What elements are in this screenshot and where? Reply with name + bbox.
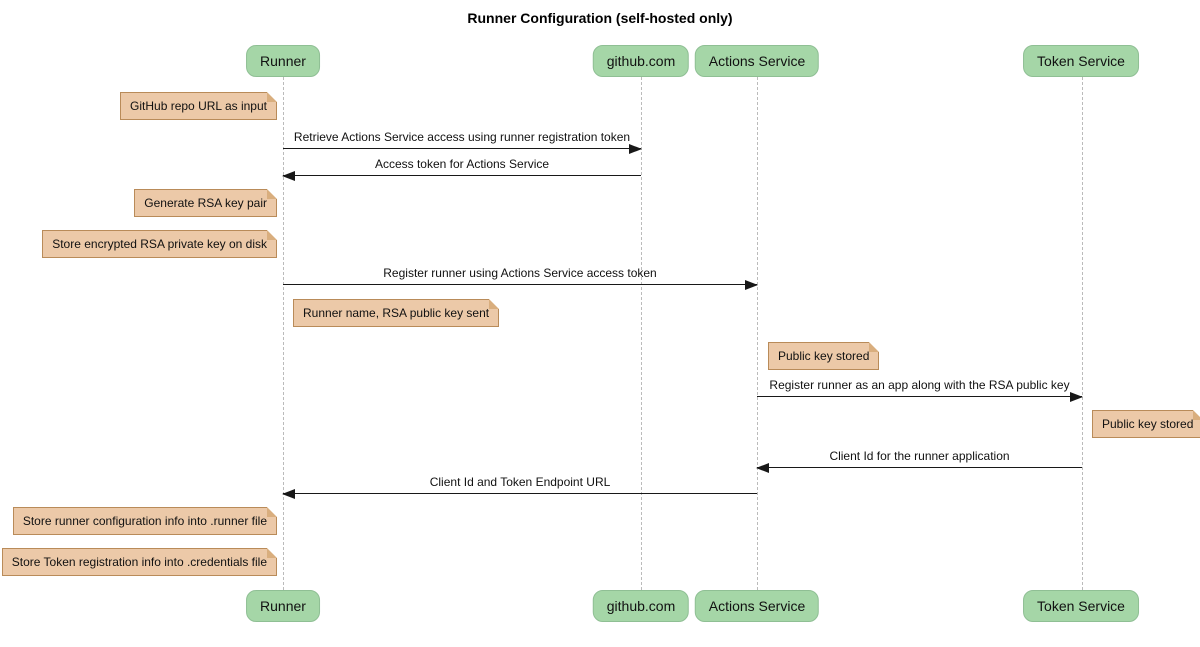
lifeline-token-service xyxy=(1082,77,1083,590)
diagram-title: Runner Configuration (self-hosted only) xyxy=(467,10,733,26)
message-access-token: Access token for Actions Service xyxy=(282,157,641,181)
arrowhead-right-icon xyxy=(629,144,642,154)
participant-github-com-top: github.com xyxy=(592,45,690,77)
message-line xyxy=(282,489,757,499)
lifeline-runner xyxy=(283,77,284,590)
participant-token-service-top: Token Service xyxy=(1023,45,1139,77)
arrowhead-left-icon xyxy=(282,171,295,181)
note-store-encrypted-key: Store encrypted RSA private key on disk xyxy=(42,230,277,258)
note-runner-name-sent: Runner name, RSA public key sent xyxy=(293,299,500,327)
note-public-key-stored-as: Public key stored xyxy=(768,342,880,370)
arrowhead-left-icon xyxy=(756,463,769,473)
message-retrieve-access: Retrieve Actions Service access using ru… xyxy=(283,130,642,154)
participant-token-service-bottom: Token Service xyxy=(1023,590,1139,622)
arrowhead-left-icon xyxy=(282,489,295,499)
arrowhead-right-icon xyxy=(1070,392,1083,402)
message-label: Register runner as an app along with the… xyxy=(769,378,1070,392)
message-label: Client Id for the runner application xyxy=(829,449,1010,463)
arrowhead-right-icon xyxy=(745,280,758,290)
note-github-repo-url: GitHub repo URL as input xyxy=(120,92,277,120)
note-store-runner-file: Store runner configuration info into .ru… xyxy=(12,507,278,535)
message-line xyxy=(282,171,641,181)
lifeline-actions-service xyxy=(757,77,758,590)
message-label: Register runner using Actions Service ac… xyxy=(383,266,657,280)
participant-actions-service-top: Actions Service xyxy=(694,45,820,77)
message-line xyxy=(283,280,758,290)
participant-github-com-bottom: github.com xyxy=(592,590,690,622)
message-register-runner: Register runner using Actions Service ac… xyxy=(283,266,758,290)
message-label: Access token for Actions Service xyxy=(374,157,550,171)
message-register-app: Register runner as an app along with the… xyxy=(757,378,1083,402)
note-generate-rsa-key: Generate RSA key pair xyxy=(134,189,277,217)
participant-actions-service-bottom: Actions Service xyxy=(694,590,820,622)
message-client-id: Client Id for the runner application xyxy=(756,449,1082,473)
lifeline-github-com xyxy=(641,77,642,590)
message-label: Client Id and Token Endpoint URL xyxy=(429,475,611,489)
message-client-id-endpoint: Client Id and Token Endpoint URL xyxy=(282,475,757,499)
message-line xyxy=(756,463,1082,473)
note-public-key-stored-ts: Public key stored xyxy=(1092,410,1200,438)
message-label: Retrieve Actions Service access using ru… xyxy=(293,130,631,144)
message-line xyxy=(283,144,642,154)
note-store-credentials-file: Store Token registration info into .cred… xyxy=(1,548,278,576)
participant-runner-bottom: Runner xyxy=(246,590,320,622)
participant-runner-top: Runner xyxy=(246,45,320,77)
message-line xyxy=(757,392,1083,402)
